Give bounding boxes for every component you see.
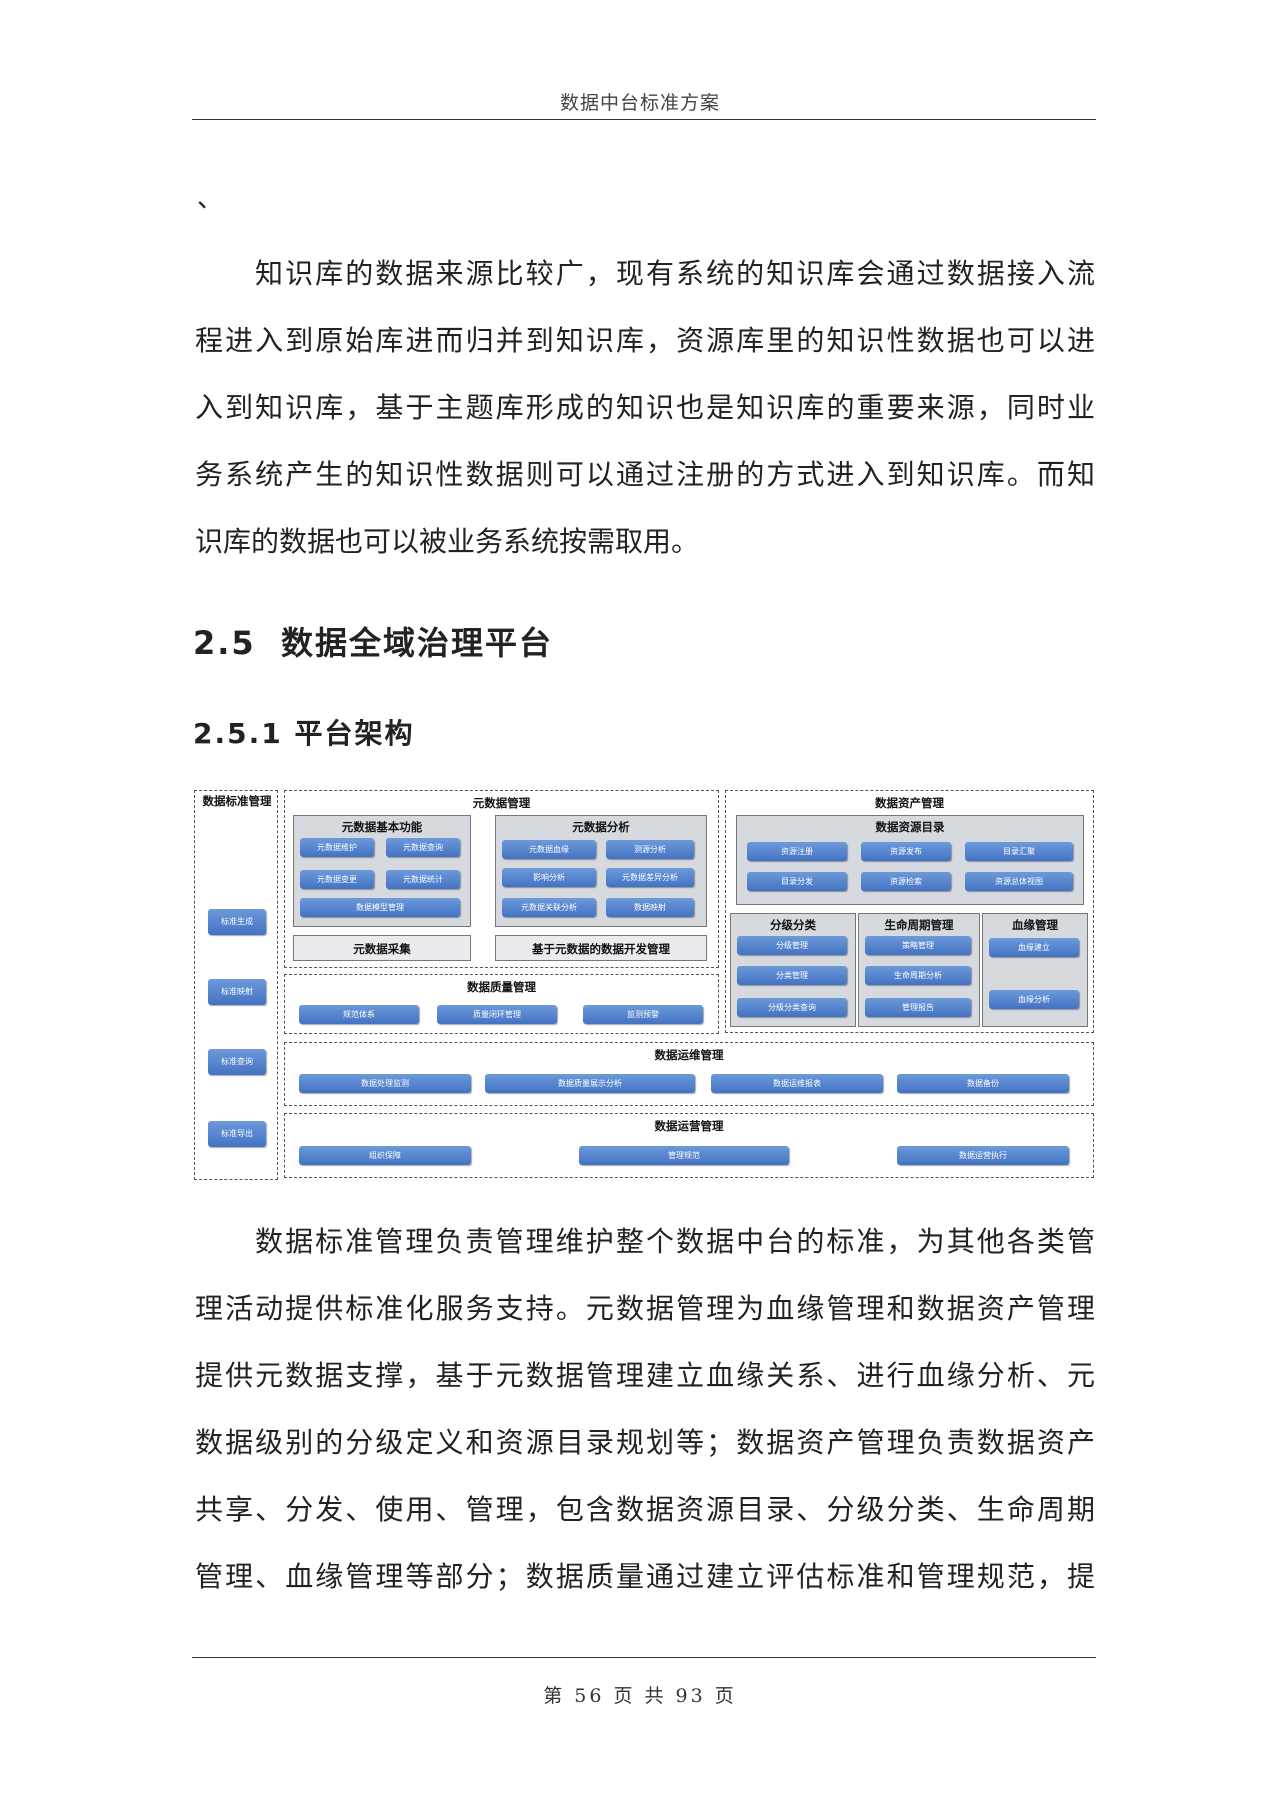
metadata-analysis-item: 元数据关联分析 [502, 898, 596, 917]
metadata-analysis-item: 影响分析 [502, 868, 596, 887]
running-header: 数据中台标准方案 [559, 92, 720, 114]
footer-rule [192, 1657, 1096, 1658]
quality-item: 规范体系 [299, 1005, 419, 1024]
lineage-title: 血缘管理 [1012, 918, 1058, 932]
metadata-basic-item: 数据模型管理 [300, 898, 460, 917]
resource-catalog-item: 资源发布 [861, 842, 951, 861]
operation-management-panel: 数据运营管理 组织保障 管理规范 数据运营执行 [284, 1113, 1094, 1178]
operation-item: 数据运营执行 [897, 1146, 1069, 1165]
paragraph-line: 数据标准管理负责管理维护整个数据中台的标准，为其他各类管 [255, 1225, 1095, 1258]
metadata-basic-item: 元数据维护 [300, 838, 374, 857]
ops-item: 数据运维报表 [711, 1074, 883, 1093]
resource-catalog-item: 资源检索 [861, 872, 951, 891]
paragraph-line: 理活动提供标准化服务支持。元数据管理为血缘管理和数据资产管理 [195, 1292, 1095, 1325]
metadata-basic-item: 元数据统计 [386, 870, 460, 889]
quality-management-panel: 数据质量管理 规范体系 质量闭环管理 监测预警 [284, 974, 719, 1034]
classification-item: 分类管理 [737, 966, 847, 985]
classification-group: 分级分类 分级管理 分类管理 分级分类查询 [730, 913, 856, 1027]
paragraph-line: 数据级别的分级定义和资源目录规划等；数据资产管理负责数据资产 [195, 1426, 1095, 1459]
resource-catalog-item: 资源注册 [747, 842, 847, 861]
metadata-basic-title: 元数据基本功能 [341, 820, 423, 834]
metadata-analysis-group: 元数据分析 元数据血缘 测源分析 影响分析 元数据差异分析 元数据关联分析 数据… [495, 815, 707, 927]
lineage-group: 血缘管理 血缘建立 血缘分析 [982, 913, 1088, 1027]
asset-management-panel: 数据资产管理 数据资源目录 资源注册 资源发布 目录汇聚 目录分发 资源检索 资… [725, 790, 1094, 1033]
ops-item: 数据备份 [897, 1074, 1069, 1093]
metadata-analysis-item: 数据映射 [606, 898, 694, 917]
ops-item: 数据处理监测 [299, 1074, 471, 1093]
lifecycle-item: 生命周期分析 [865, 966, 971, 985]
ops-item: 数据质量展示分析 [485, 1074, 695, 1093]
classification-item: 分级分类查询 [737, 998, 847, 1017]
section-number: 2.5 [193, 624, 256, 662]
lifecycle-group: 生命周期管理 策略管理 生命周期分析 管理报告 [858, 913, 980, 1027]
section-title: 数据全域治理平台 [281, 624, 554, 662]
metadata-analysis-title: 元数据分析 [572, 820, 630, 834]
operation-item: 管理规范 [579, 1146, 789, 1165]
resource-catalog-item: 目录汇聚 [965, 842, 1073, 861]
resource-catalog-item: 资源总体视图 [965, 872, 1073, 891]
metadata-analysis-item: 元数据血缘 [502, 840, 596, 859]
paragraph-knowledge-base: 知识库的数据来源比较广，现有系统的知识库会通过数据接入流 程进入到原始库进而归并… [195, 240, 1095, 575]
std-item: 标准导出 [208, 1121, 266, 1147]
classification-item: 分级管理 [737, 936, 847, 955]
quality-item: 质量闭环管理 [437, 1005, 557, 1024]
resource-catalog-group: 数据资源目录 资源注册 资源发布 目录汇聚 目录分发 资源检索 资源总体视图 [736, 815, 1084, 905]
std-item: 标准生成 [208, 909, 266, 935]
header-rule [192, 119, 1096, 120]
stray-punctuation: 、 [197, 184, 224, 214]
ops-management-panel: 数据运维管理 数据处理监测 数据质量展示分析 数据运维报表 数据备份 [284, 1042, 1094, 1106]
paragraph-line: 识库的数据也可以被业务系统按需取用。 [195, 525, 700, 558]
paragraph-line: 共享、分发、使用、管理，包含数据资源目录、分级分类、生命周期 [195, 1493, 1095, 1526]
std-item: 标准查询 [208, 1049, 266, 1075]
operation-item: 组织保障 [299, 1146, 471, 1165]
lineage-item: 血缘分析 [989, 990, 1079, 1009]
subsection-heading: 2.5.1 平台架构 [193, 717, 415, 750]
metadata-dev-label: 基于元数据的数据开发管理 [532, 942, 670, 956]
std-management-panel: 数据标准管理 标准生成 标准映射 标准查询 标准导出 [194, 790, 278, 1180]
resource-catalog-item: 目录分发 [747, 872, 847, 891]
paragraph-line: 提供元数据支撑，基于元数据管理建立血缘关系、进行血缘分析、元 [195, 1359, 1095, 1392]
lineage-item: 血缘建立 [989, 938, 1079, 957]
metadata-management-title: 元数据管理 [472, 796, 531, 810]
std-management-title: 数据标准管理 [202, 794, 272, 808]
paragraph-line: 程进入到原始库进而归并到知识库，资源库里的知识性数据也可以进 [195, 324, 1095, 357]
operation-management-title: 数据运营管理 [654, 1119, 724, 1133]
lifecycle-item: 管理报告 [865, 998, 971, 1017]
quality-item: 监测预警 [583, 1005, 703, 1024]
page-number-footer: 第 56 页 共 93 页 [543, 1685, 737, 1707]
paragraph-line: 知识库的数据来源比较广，现有系统的知识库会通过数据接入流 [255, 257, 1095, 290]
paragraph-line: 入到知识库，基于主题库形成的知识也是知识库的重要来源，同时业 [195, 391, 1095, 424]
metadata-basic-group: 元数据基本功能 元数据维护 元数据查询 元数据变更 元数据统计 数据模型管理 [293, 815, 471, 927]
metadata-analysis-item: 测源分析 [606, 840, 694, 859]
section-heading: 2.5 数据全域治理平台 [193, 618, 553, 664]
metadata-management-panel: 元数据管理 元数据基本功能 元数据维护 元数据查询 元数据变更 元数据统计 数据… [284, 790, 719, 968]
paragraph-line: 务系统产生的知识性数据则可以通过注册的方式进入到知识库。而知 [195, 458, 1095, 491]
lifecycle-title: 生命周期管理 [884, 918, 954, 932]
paragraph-line: 管理、血缘管理等部分；数据质量通过建立评估标准和管理规范，提 [195, 1560, 1095, 1593]
platform-architecture-diagram: 数据标准管理 标准生成 标准映射 标准查询 标准导出 元数据管理 元数据基本功能… [194, 790, 1094, 1180]
quality-management-title: 数据质量管理 [467, 980, 536, 994]
paragraph-architecture-description: 数据标准管理负责管理维护整个数据中台的标准，为其他各类管 理活动提供标准化服务支… [195, 1208, 1095, 1610]
metadata-collect-label: 元数据采集 [353, 942, 411, 956]
resource-catalog-title: 数据资源目录 [875, 820, 945, 834]
lifecycle-item: 策略管理 [865, 936, 971, 955]
metadata-basic-item: 元数据变更 [300, 870, 374, 889]
ops-management-title: 数据运维管理 [654, 1048, 724, 1062]
asset-management-title: 数据资产管理 [875, 796, 944, 810]
classification-title: 分级分类 [770, 918, 816, 932]
metadata-basic-item: 元数据查询 [386, 838, 460, 857]
std-item: 标准映射 [208, 979, 266, 1005]
metadata-dev-management: 基于元数据的数据开发管理 [495, 935, 707, 961]
metadata-analysis-item: 元数据差异分析 [606, 868, 694, 887]
metadata-collect: 元数据采集 [293, 935, 471, 961]
